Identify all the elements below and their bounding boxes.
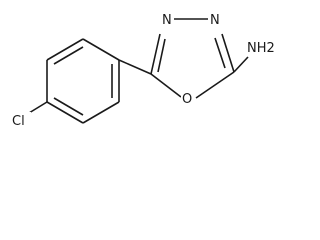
bond-n3-c2: [221, 33, 235, 73]
bond-c2-amine: [233, 56, 249, 73]
bond-ar4-ar5: [46, 101, 84, 124]
bond-ar1-ar2: [82, 38, 120, 61]
bond-o1-c5: [150, 73, 182, 98]
bond-ar5-ar6: [82, 101, 120, 124]
bond-ar2-ar3: [46, 38, 84, 61]
chloro-label-bg: [11, 112, 31, 128]
bond-c5-n4: [150, 33, 161, 75]
molecule-structure: N N O NH2 Cl: [11, 11, 275, 129]
bond-c5-phenyl: [118, 59, 152, 75]
atom-n3-label: N: [210, 13, 220, 28]
n4-label-bg: [161, 11, 174, 27]
bond-ar4-ar5-inner: [53, 97, 84, 116]
bond-c5-n4-inner: [157, 38, 166, 73]
bond-ar4-chloro: [28, 101, 48, 114]
o1-label-bg: [181, 89, 195, 106]
atom-chloro-label: Cl: [12, 114, 25, 129]
bond-c2-o1: [195, 71, 235, 99]
atom-o1-label: O: [182, 92, 192, 107]
bond-n3-c2-inner: [214, 37, 226, 69]
n3-label-bg: [209, 11, 222, 27]
bond-ar2-ar3-inner: [53, 46, 84, 65]
atom-amine-label: NH2: [247, 41, 275, 56]
atom-n4-label: N: [162, 13, 172, 28]
